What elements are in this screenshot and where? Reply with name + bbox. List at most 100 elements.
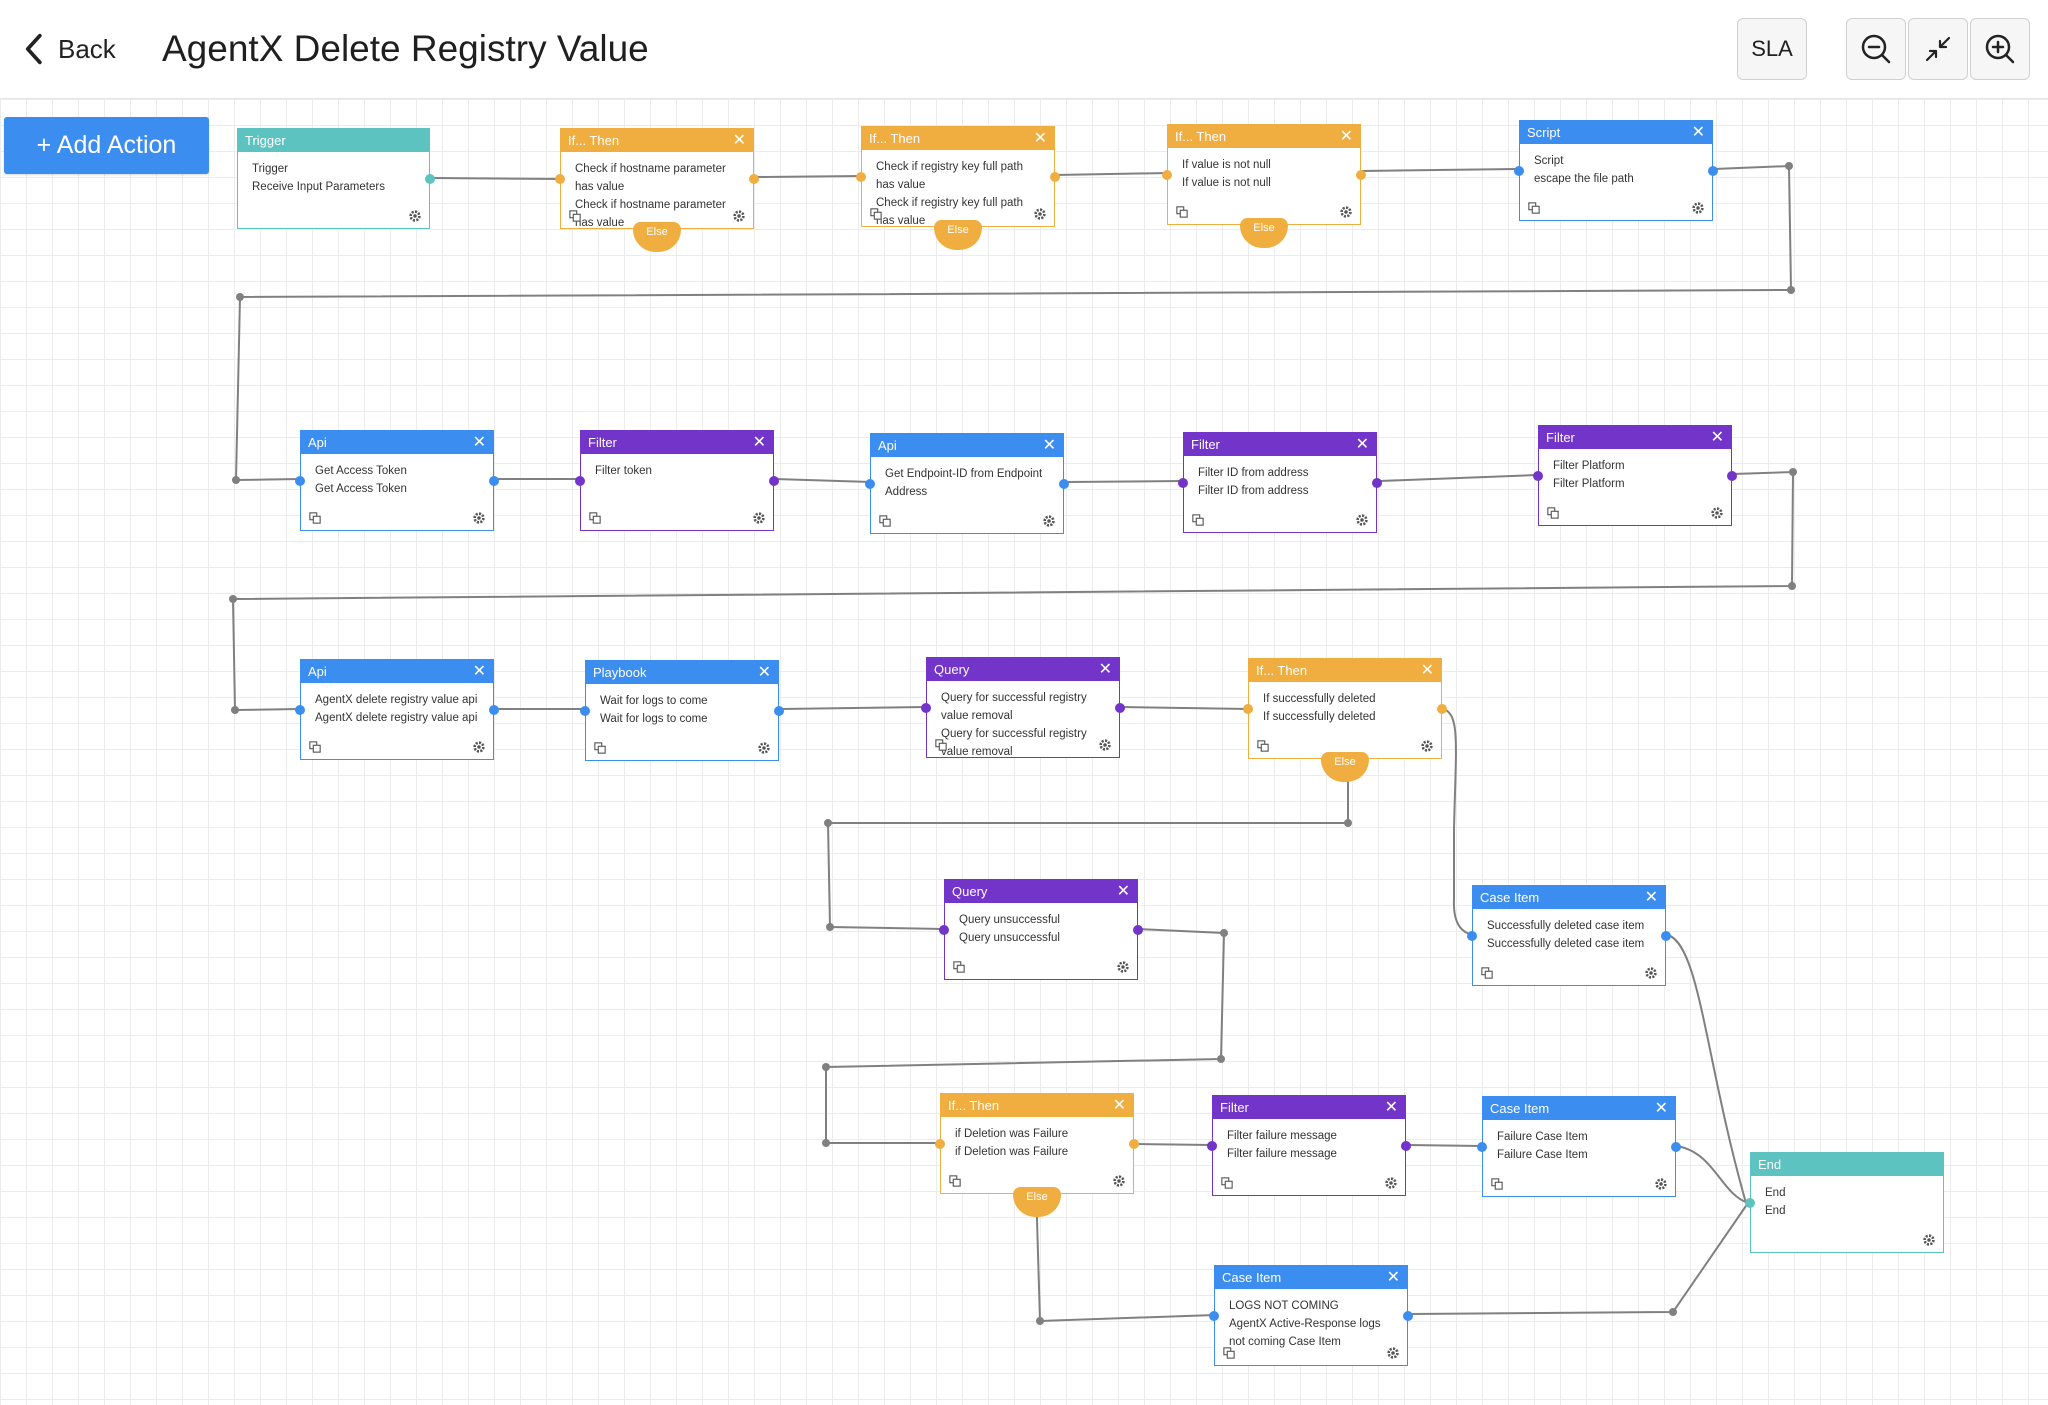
copy-icon[interactable] xyxy=(309,512,321,524)
output-port[interactable] xyxy=(1403,1310,1413,1321)
close-icon[interactable]: ✕ xyxy=(472,434,486,451)
else-branch[interactable]: Else xyxy=(1013,1187,1061,1217)
node-case-item-success[interactable]: Case Item✕ Successfully deleted case ite… xyxy=(1467,885,1671,986)
gear-icon[interactable] xyxy=(757,741,771,755)
node-api-endpoint-id[interactable]: Api✕ Get Endpoint-ID from Endpoint Addre… xyxy=(865,433,1069,534)
copy-icon[interactable] xyxy=(949,1175,961,1187)
gear-icon[interactable] xyxy=(1116,960,1130,974)
sla-button[interactable]: SLA xyxy=(1737,18,1807,80)
gear-icon[interactable] xyxy=(1112,1174,1126,1188)
gear-icon[interactable] xyxy=(1355,513,1369,527)
input-port[interactable] xyxy=(1243,703,1253,714)
close-icon[interactable]: ✕ xyxy=(1384,1099,1398,1116)
input-port[interactable] xyxy=(935,1138,945,1149)
close-icon[interactable]: ✕ xyxy=(1710,429,1724,446)
input-port[interactable] xyxy=(1477,1141,1487,1152)
copy-icon[interactable] xyxy=(589,512,601,524)
output-port[interactable] xyxy=(489,475,499,486)
copy-icon[interactable] xyxy=(870,208,882,220)
output-port[interactable] xyxy=(489,704,499,715)
output-port[interactable] xyxy=(1708,165,1718,176)
gear-icon[interactable] xyxy=(1042,514,1056,528)
close-icon[interactable]: ✕ xyxy=(1386,1269,1400,1286)
output-port[interactable] xyxy=(1356,169,1366,180)
gear-icon[interactable] xyxy=(1098,738,1112,752)
close-icon[interactable]: ✕ xyxy=(732,132,746,149)
gear-icon[interactable] xyxy=(472,740,486,754)
gear-icon[interactable] xyxy=(1033,207,1047,221)
gear-icon[interactable] xyxy=(752,511,766,525)
gear-icon[interactable] xyxy=(472,511,486,525)
copy-icon[interactable] xyxy=(935,739,947,751)
copy-icon[interactable] xyxy=(1176,206,1188,218)
zoom-in-button[interactable] xyxy=(1970,18,2030,80)
output-port[interactable] xyxy=(769,475,779,486)
close-icon[interactable]: ✕ xyxy=(752,434,766,451)
output-port[interactable] xyxy=(1437,703,1447,714)
copy-icon[interactable] xyxy=(1192,514,1204,526)
node-filter-token[interactable]: Filter✕ Filter token xyxy=(575,430,779,531)
input-port[interactable] xyxy=(580,705,590,716)
output-port[interactable] xyxy=(425,173,435,184)
close-icon[interactable]: ✕ xyxy=(1654,1100,1668,1117)
output-port[interactable] xyxy=(1671,1141,1681,1152)
gear-icon[interactable] xyxy=(1710,506,1724,520)
close-icon[interactable]: ✕ xyxy=(1098,661,1112,678)
input-port[interactable] xyxy=(1467,930,1477,941)
copy-icon[interactable] xyxy=(953,961,965,973)
gear-icon[interactable] xyxy=(1654,1177,1668,1191)
output-port[interactable] xyxy=(1661,930,1671,941)
input-port[interactable] xyxy=(295,475,305,486)
close-icon[interactable]: ✕ xyxy=(1112,1097,1126,1114)
input-port[interactable] xyxy=(921,702,931,713)
copy-icon[interactable] xyxy=(1257,740,1269,752)
input-port[interactable] xyxy=(1514,165,1524,176)
node-if-hostname[interactable]: If... Then✕ Check if hostname parameter … xyxy=(555,128,759,252)
input-port[interactable] xyxy=(1207,1140,1217,1151)
copy-icon[interactable] xyxy=(569,210,581,222)
copy-icon[interactable] xyxy=(1528,202,1540,214)
node-if-registry-path[interactable]: If... Then✕ Check if registry key full p… xyxy=(856,126,1060,250)
input-port[interactable] xyxy=(1209,1310,1219,1321)
close-icon[interactable]: ✕ xyxy=(1644,889,1658,906)
output-port[interactable] xyxy=(749,173,759,184)
input-port[interactable] xyxy=(575,475,585,486)
input-port[interactable] xyxy=(555,173,565,184)
gear-icon[interactable] xyxy=(1644,966,1658,980)
gear-icon[interactable] xyxy=(1691,201,1705,215)
close-icon[interactable]: ✕ xyxy=(472,663,486,680)
gear-icon[interactable] xyxy=(1420,739,1434,753)
copy-icon[interactable] xyxy=(309,741,321,753)
input-port[interactable] xyxy=(1533,470,1543,481)
close-icon[interactable]: ✕ xyxy=(1033,130,1047,147)
copy-icon[interactable] xyxy=(1221,1177,1233,1189)
copy-icon[interactable] xyxy=(1223,1347,1235,1359)
copy-icon[interactable] xyxy=(1491,1178,1503,1190)
close-icon[interactable]: ✕ xyxy=(757,664,771,681)
copy-icon[interactable] xyxy=(1547,507,1559,519)
close-icon[interactable]: ✕ xyxy=(1042,437,1056,454)
output-port[interactable] xyxy=(1115,702,1125,713)
input-port[interactable] xyxy=(939,924,949,935)
copy-icon[interactable] xyxy=(879,515,891,527)
gear-icon[interactable] xyxy=(408,209,422,223)
fit-to-screen-button[interactable] xyxy=(1908,18,1968,80)
input-port[interactable] xyxy=(1162,169,1172,180)
output-port[interactable] xyxy=(1401,1140,1411,1151)
close-icon[interactable]: ✕ xyxy=(1339,128,1353,145)
output-port[interactable] xyxy=(774,705,784,716)
add-action-button[interactable]: + Add Action xyxy=(4,117,209,174)
